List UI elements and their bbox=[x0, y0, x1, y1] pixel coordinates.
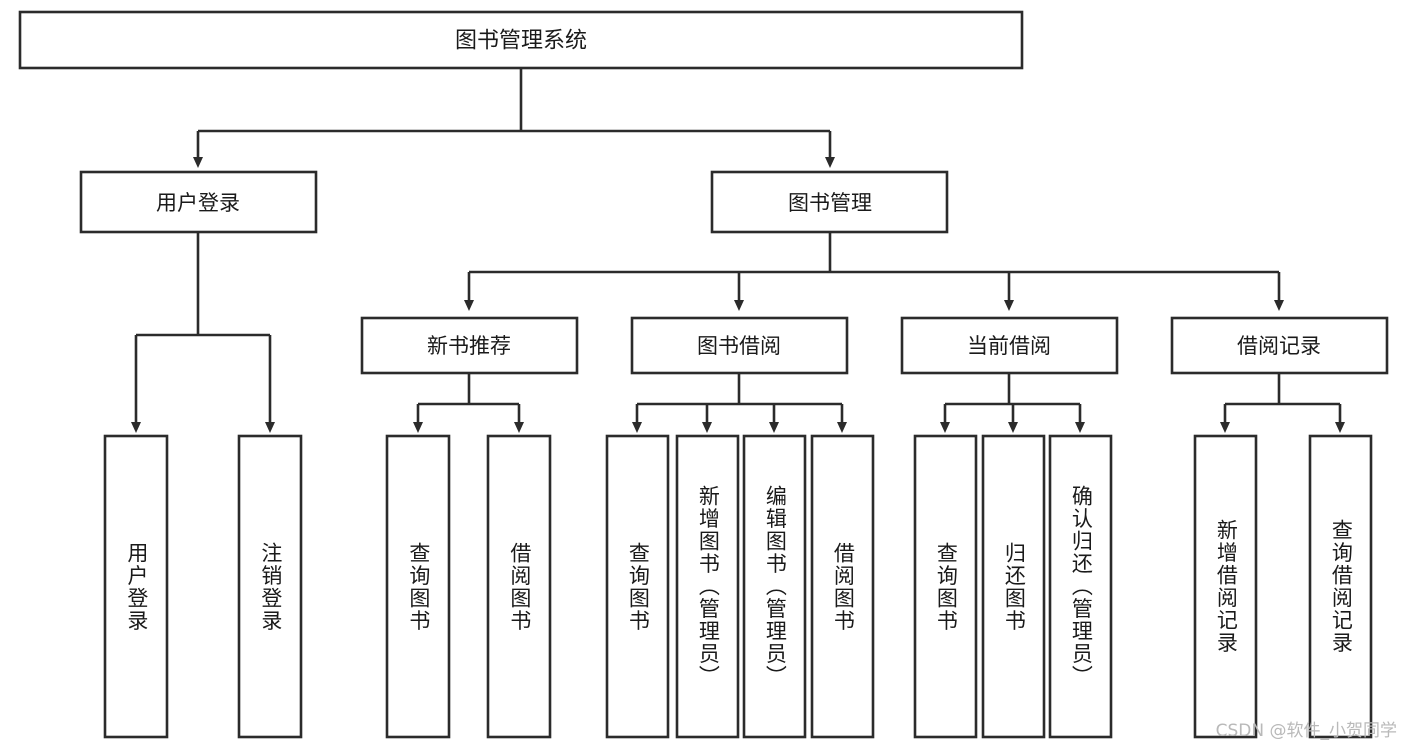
node-borrow-record-box[interactable] bbox=[1170, 316, 1389, 375]
node-book-manage-label: 图书管理 bbox=[788, 191, 872, 215]
leaf-box-query-book-2[interactable] bbox=[605, 434, 670, 739]
watermark-text: CSDN @软件_小贺同学 bbox=[1215, 721, 1397, 741]
leaf-box-confirm-return[interactable] bbox=[1048, 434, 1113, 739]
node-book-borrow-box[interactable] bbox=[630, 316, 849, 375]
node-current-borrow-box[interactable] bbox=[900, 316, 1119, 375]
node-current-borrow[interactable]: 当前借阅 bbox=[900, 316, 1119, 375]
leaf-box-user-login[interactable] bbox=[103, 434, 169, 739]
leaf-box-layer bbox=[103, 434, 1373, 739]
node-new-book-recommend-box[interactable] bbox=[360, 316, 579, 375]
node-root-label: 图书管理系统 bbox=[455, 29, 587, 54]
leaf-box-return-book[interactable] bbox=[981, 434, 1046, 739]
leaf-box-borrow-book-2[interactable] bbox=[810, 434, 875, 739]
node-book-borrow[interactable]: 图书借阅 bbox=[630, 316, 849, 375]
node-user-login-label: 用户登录 bbox=[156, 191, 240, 215]
node-borrow-record[interactable]: 借阅记录 bbox=[1170, 316, 1389, 375]
node-book-manage[interactable]: 图书管理 bbox=[710, 170, 949, 234]
node-root-box[interactable] bbox=[18, 10, 1024, 70]
node-new-book-recommend[interactable]: 新书推荐 bbox=[360, 316, 579, 375]
connector-layer bbox=[131, 68, 1345, 433]
leaf-box-query-book-3[interactable] bbox=[913, 434, 978, 739]
leaf-box-user-logout[interactable] bbox=[237, 434, 303, 739]
leaf-box-borrow-book-1[interactable] bbox=[486, 434, 552, 739]
node-new-book-recommend-label: 新书推荐 bbox=[427, 334, 511, 358]
node-user-login[interactable]: 用户登录 bbox=[79, 170, 318, 234]
node-book-manage-box[interactable] bbox=[710, 170, 949, 234]
node-book-borrow-label: 图书借阅 bbox=[697, 334, 781, 358]
leaf-box-add-book[interactable] bbox=[675, 434, 740, 739]
node-user-login-box[interactable] bbox=[79, 170, 318, 234]
leaf-box-query-book-1[interactable] bbox=[385, 434, 451, 739]
node-borrow-record-label: 借阅记录 bbox=[1237, 334, 1321, 358]
leaf-box-edit-book[interactable] bbox=[742, 434, 807, 739]
leaf-box-add-record[interactable] bbox=[1193, 434, 1258, 739]
leaf-box-query-record[interactable] bbox=[1308, 434, 1373, 739]
node-current-borrow-label: 当前借阅 bbox=[967, 334, 1051, 358]
node-root[interactable]: 图书管理系统 bbox=[18, 10, 1024, 70]
